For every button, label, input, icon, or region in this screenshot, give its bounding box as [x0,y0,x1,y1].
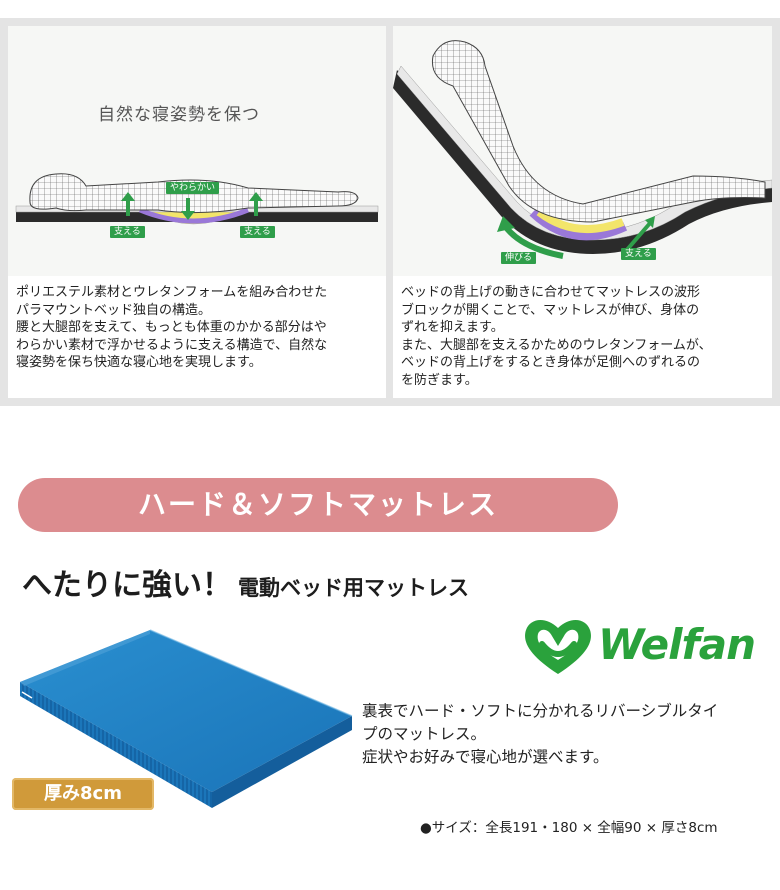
mattress-image [0,624,360,824]
tag-soft: やわらかい [166,182,220,194]
text-line: 寝姿勢を保ち快適な寝心地を実現します。 [16,355,262,370]
feature-panel-back-raise: 伸びる 支える ベッドの背上げの動きに合わせてマットレスの波形 ブロックが開くこ… [393,26,772,398]
banner-title: ハード＆ソフトマットレス [137,488,498,521]
reclined-figure-illustration [393,40,772,259]
panel-description-left: ポリエステル素材とウレタンフォームを組み合わせた パラマウントベッド独自の構造。… [16,284,380,372]
feature-panels: 自然な寝姿勢を保つ やわらかい 支える 支える ポリエステル素材とウレタンフォー… [0,18,780,406]
text-line: 症状やお好みで寝心地が選べます。 [362,748,609,766]
heart-logo-icon [525,619,591,674]
product-description: 裏表でハード・ソフトに分かれるリバーシブルタイ プのマットレス。 症状やお好みで… [362,700,774,769]
illustration-raised-body: 伸びる 支える [393,26,772,276]
headline: へたりに強い！電動ベッド用マットレス [22,560,469,604]
illustration-lying-body: 自然な寝姿勢を保つ やわらかい 支える 支える [8,26,386,276]
illustration-title: 自然な寝姿勢を保つ [98,105,260,125]
text-line: ベッドの背上げの動きに合わせてマットレスの波形 [401,285,701,300]
blue-mattress-illustration [20,629,353,808]
text-line: ポリエステル素材とウレタンフォームを組み合わせた [16,285,328,300]
body-figure-reclined [431,40,766,223]
text-line: ベッドの背上げをするとき身体が足側へのずれるの [401,355,701,370]
tag-support: 支える [621,248,656,260]
tag-support-right: 支える [240,226,275,238]
headline-main: へたりに強い！ [22,568,232,603]
product-banner: ハード＆ソフトマットレス [18,478,618,532]
text-line: ブロックが開くことで、マットレスが伸び、身体の [401,302,700,318]
mattress-base-right [393,70,772,254]
text-line: プのマットレス。 [362,725,487,743]
text-line: パラマウントベッド独自の構造。 [16,302,212,318]
text-line: 腰と大腿部を支えて、もっとも体重のかかる部分はや [16,320,327,335]
headline-sub: 電動ベッド用マットレス [238,576,469,600]
tag-support-left: 支える [110,226,145,238]
feature-panel-natural-posture: 自然な寝姿勢を保つ やわらかい 支える 支える ポリエステル素材とウレタンフォー… [8,26,386,398]
text-line: また、大腿部を支えるかためのウレタンフォームが、 [401,337,712,353]
thickness-badge: 厚み8cm [12,778,154,810]
logo-text: Welfan [598,620,756,669]
text-line: わらかい素材で浮かせるように支える構造で、自然な [16,337,328,353]
text-line: 裏表でハード・ソフトに分かれるリバーシブルタイ [362,702,719,720]
panel-description-right: ベッドの背上げの動きに合わせてマットレスの波形 ブロックが開くことで、マットレス… [401,284,765,389]
size-spec: ●サイズ：全長191・180 × 全幅90 × 厚さ8cm [420,820,718,836]
text-line: を防ぎます。 [401,372,478,388]
lying-figure-illustration [15,173,379,225]
text-line: ずれを抑えます。 [401,320,504,335]
tag-stretch: 伸びる [501,252,537,264]
welfan-logo: Welfan [520,614,770,680]
